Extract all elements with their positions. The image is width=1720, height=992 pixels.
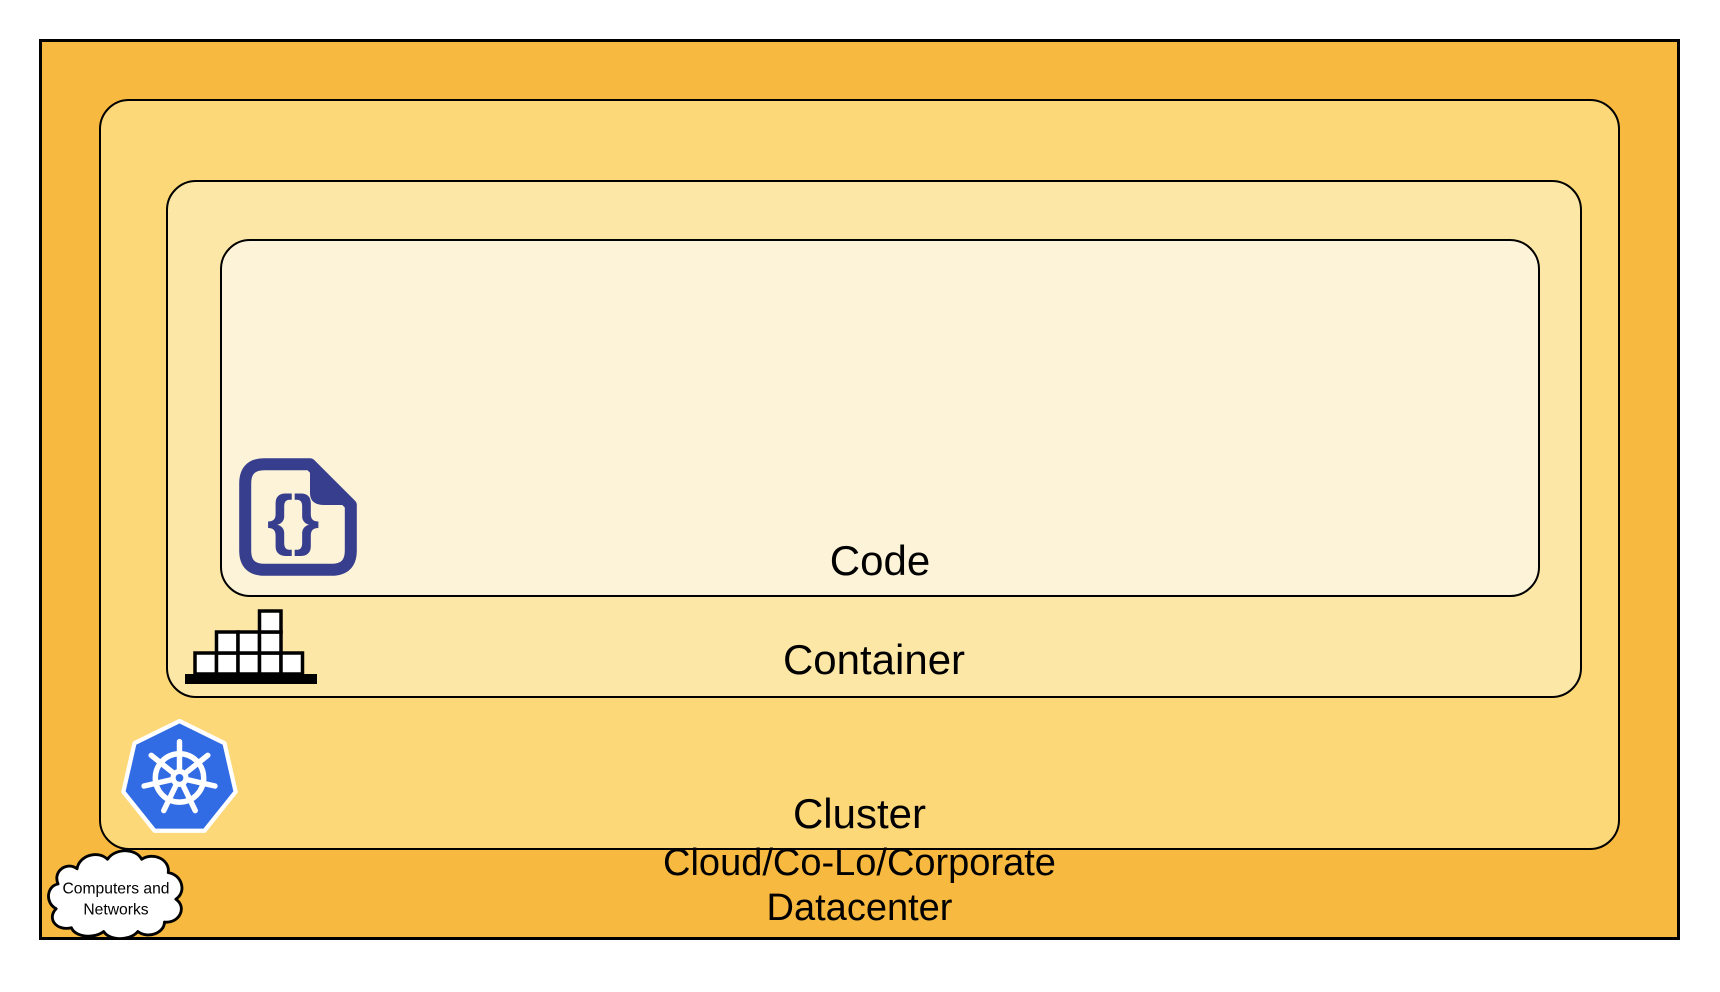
layer-datacenter-label-line1: Cloud/Co-Lo/Corporate (663, 842, 1056, 885)
container-blocks-icon (185, 609, 317, 684)
kubernetes-wheel-hub-center (175, 774, 184, 782)
layer-datacenter: {} Code (39, 39, 1680, 941)
layer-container-label: Container (782, 635, 966, 683)
code-file-fold (310, 461, 354, 505)
container-blocks (193, 609, 305, 676)
cloud-label-line1: Computers and (62, 881, 169, 898)
cloud-label-line2: Networks (83, 901, 148, 918)
code-file-outline (239, 458, 357, 576)
layer-cluster: {} Code (99, 99, 1620, 850)
code-file-icon: {} (239, 458, 357, 576)
layer-datacenter-label: Cloud/Co-Lo/Corporate Datacenter (42, 841, 1677, 931)
code-braces-glyph: {} (267, 482, 319, 557)
layer-code-label: Code (829, 536, 931, 584)
layer-datacenter-label-line2: Datacenter (766, 887, 953, 930)
container-base-bar (185, 674, 317, 684)
layer-cluster-label: Cluster (792, 789, 927, 837)
layer-container: {} Code (166, 180, 1582, 698)
cloud-icon: Computers and Networks (47, 849, 184, 941)
layer-code: {} Code (220, 239, 1540, 597)
cloud-shape (47, 849, 184, 941)
kubernetes-icon (121, 718, 238, 833)
